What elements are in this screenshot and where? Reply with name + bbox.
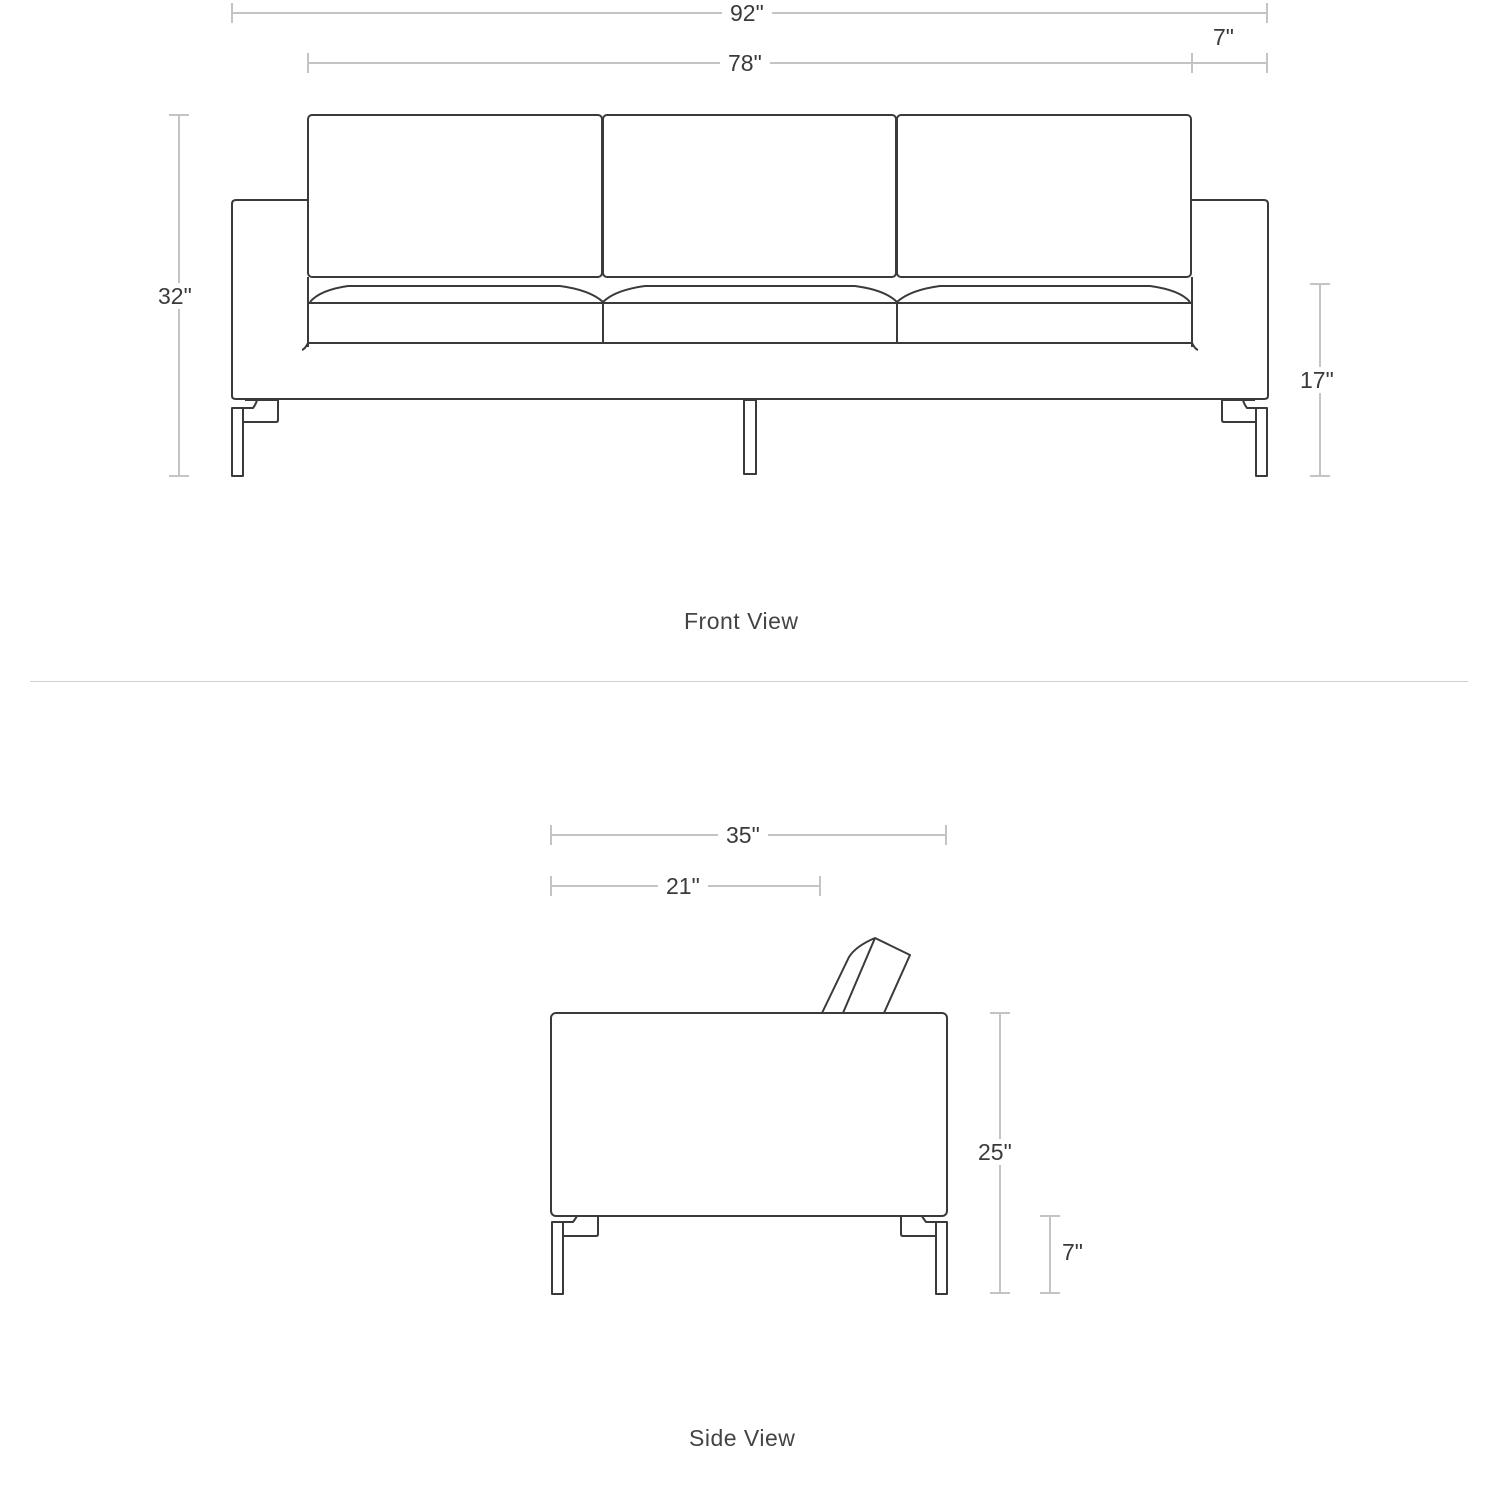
front-view-sofa-outline (231, 114, 1269, 477)
arm-height-label: 25" (970, 1139, 1020, 1165)
side-view-dimension-lines (550, 825, 1060, 1294)
back-cushion-left (307, 114, 603, 278)
seat-width-label: 78" (720, 50, 770, 76)
side-view-caption: Side View (689, 1425, 796, 1451)
back-cushion-profile (821, 937, 911, 1014)
side-view-sofa-outline (550, 937, 948, 1295)
overall-height-label: 32" (150, 283, 200, 309)
side-leg-back (900, 1215, 948, 1295)
leg-center (743, 399, 757, 475)
seat-cushion-right-top (896, 285, 1191, 303)
side-body (550, 1012, 948, 1217)
leg-height-label: 7" (1058, 1239, 1087, 1265)
overall-depth-label: 35" (718, 822, 768, 848)
section-divider (30, 681, 1468, 682)
seat-cushion-middle-top (602, 285, 898, 303)
seat-height-label: 17" (1292, 367, 1342, 393)
arm-width-label: 7" (1209, 24, 1238, 50)
back-cushion-middle (602, 114, 897, 278)
back-cushion-right (896, 114, 1192, 278)
overall-width-label: 92" (722, 0, 772, 26)
sofa-frame (231, 199, 1269, 400)
seat-depth-label: 21" (658, 873, 708, 899)
side-leg-front (551, 1215, 599, 1295)
leg-left (231, 399, 279, 477)
front-view-caption: Front View (684, 608, 799, 634)
leg-right (1221, 399, 1268, 477)
seat-cushion-left-top (309, 285, 604, 303)
